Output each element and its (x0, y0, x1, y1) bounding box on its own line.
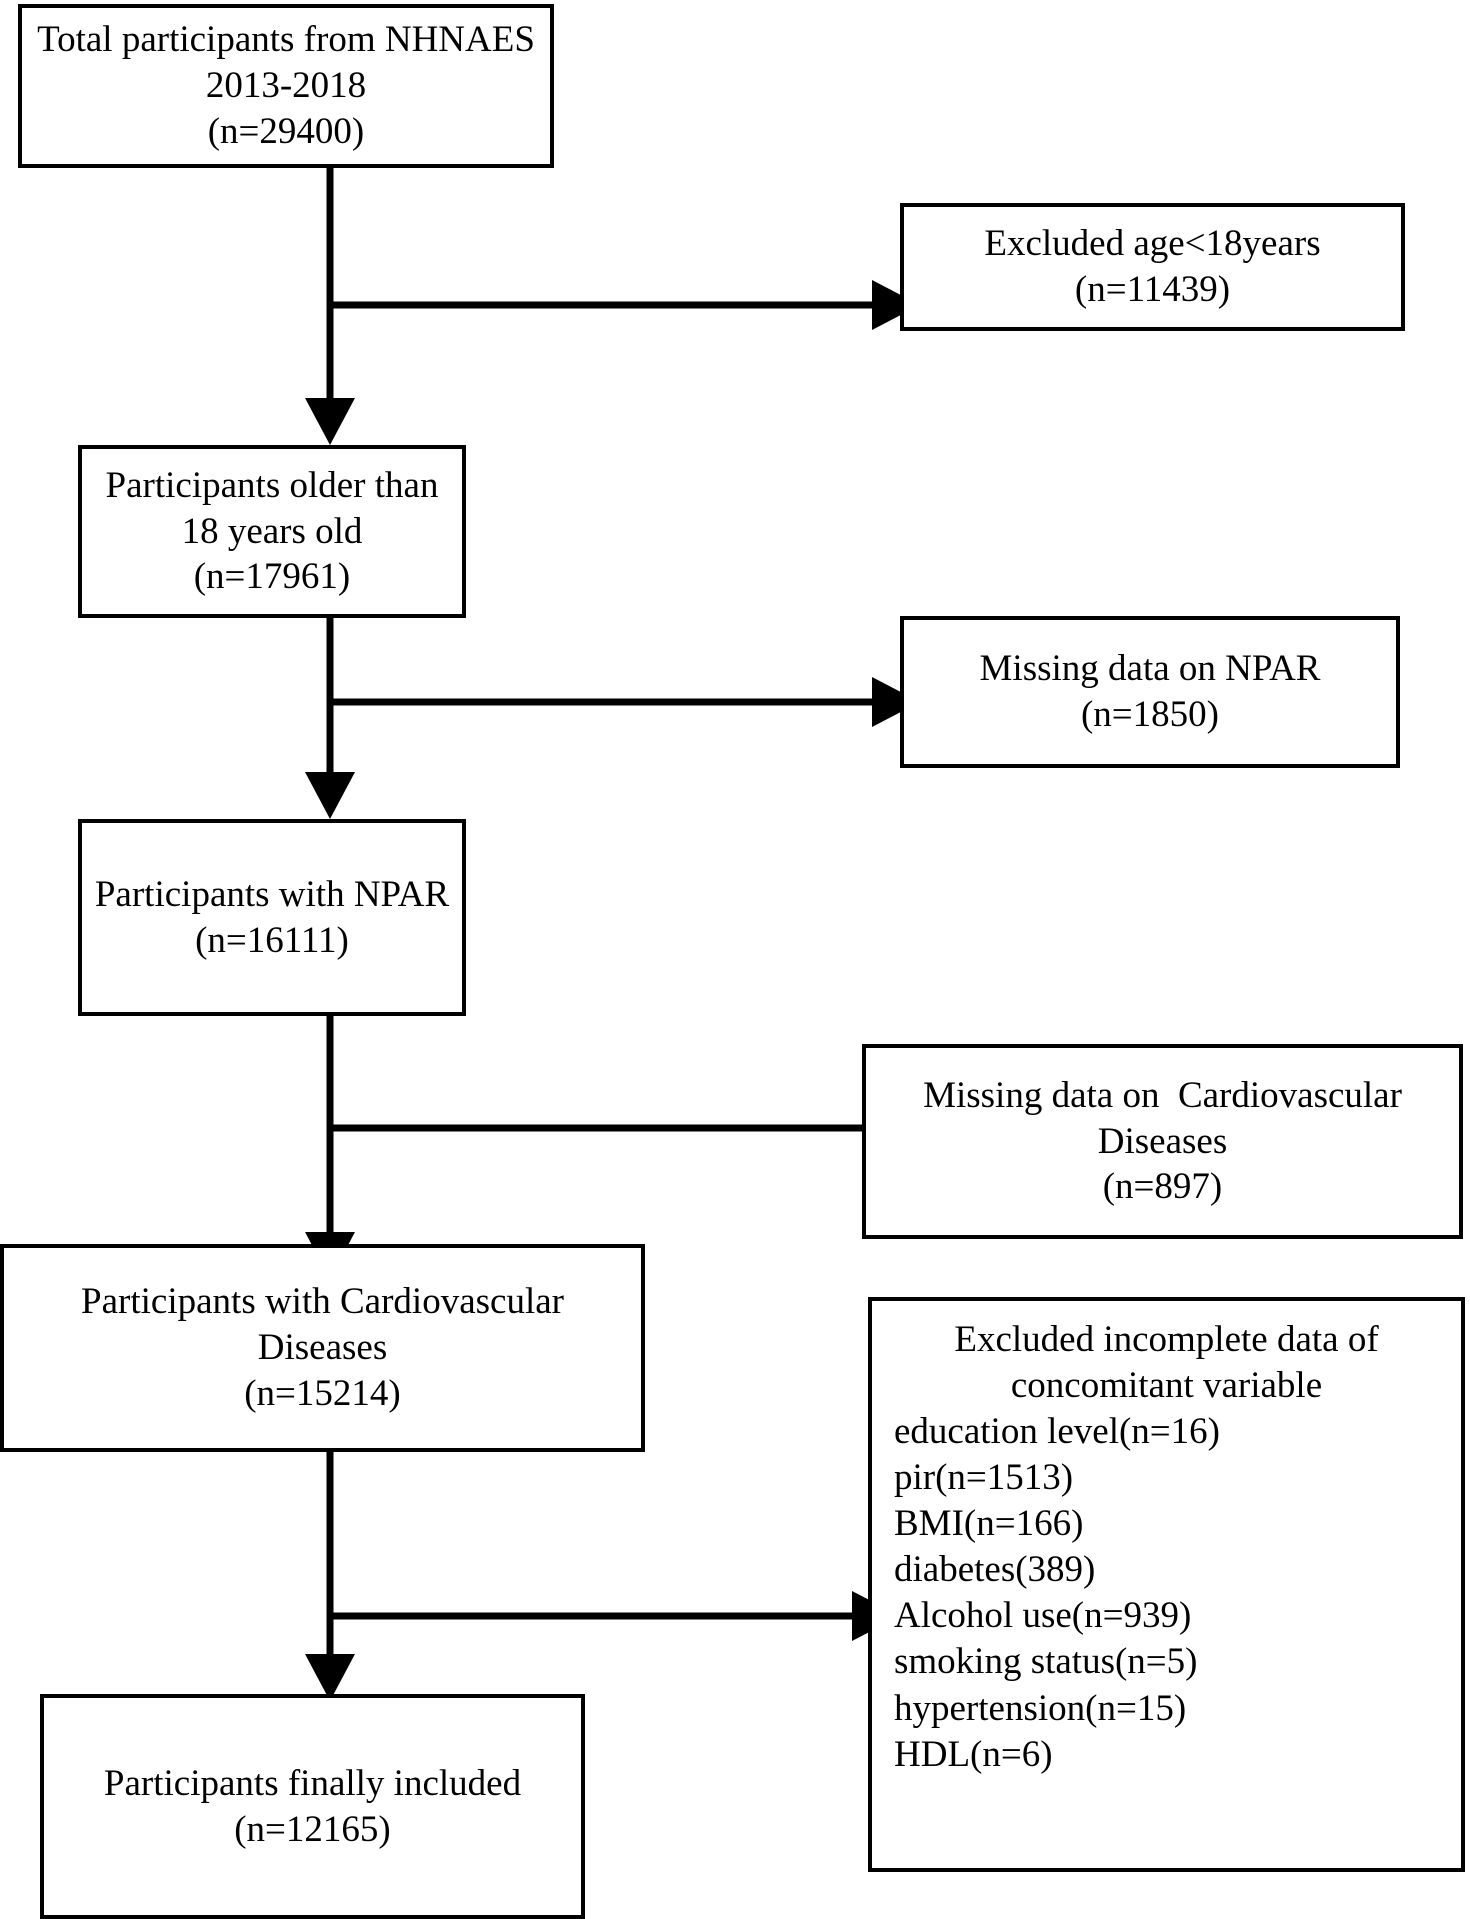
node-excluded-incomplete-heading-line2: concomitant variable (1010, 1365, 1323, 1407)
node-excluded-incomplete-item: smoking status(n=5) (894, 1641, 1198, 1683)
node-total-participants-line2: 2013-2018 (205, 65, 367, 107)
node-older-than-18-line3: (n=17961) (193, 556, 351, 598)
node-excluded-age-line2: (n=11439) (1074, 269, 1231, 310)
node-excluded-age: Excluded age<18years (n=11439) (900, 203, 1405, 331)
node-excluded-incomplete-item: Alcohol use(n=939) (894, 1595, 1192, 1637)
node-total-participants-line1: Total participants from NHNAES (37, 19, 535, 61)
node-missing-npar: Missing data on NPAR (n=1850) (900, 616, 1400, 768)
node-missing-cvd-line2: Diseases (1097, 1120, 1228, 1162)
node-excluded-incomplete-item: education level(n=16) (894, 1411, 1220, 1453)
node-with-cvd: Participants with Cardiovascular Disease… (0, 1244, 645, 1452)
node-with-npar-line2: (n=16111) (195, 919, 349, 961)
node-finally-included: Participants finally included (n=12165) (40, 1694, 585, 1919)
node-excluded-incomplete-item: diabetes(389) (894, 1549, 1096, 1591)
node-excluded-incomplete-item: hypertension(n=15) (894, 1687, 1187, 1729)
node-excluded-incomplete-item: BMI(n=166) (894, 1503, 1084, 1545)
node-finally-included-line2: (n=12165) (234, 1808, 391, 1850)
node-excluded-incomplete: Excluded incomplete data of concomitant … (868, 1297, 1465, 1872)
connector-withnpar-to-withcvd (305, 1016, 355, 1279)
node-missing-cvd: Missing data on Cardiovascular Diseases … (862, 1044, 1463, 1239)
connector-total-to-excluded-age (330, 280, 920, 330)
connector-withcvd-to-final (305, 1452, 355, 1701)
node-missing-cvd-line3: (n=897) (1102, 1166, 1223, 1208)
node-with-cvd-line3: (n=15214) (244, 1372, 401, 1414)
node-excluded-age-line1: Excluded age<18years (984, 223, 1321, 265)
node-finally-included-line1: Participants finally included (103, 1762, 522, 1804)
node-total-participants-line3: (n=29400) (207, 110, 365, 152)
node-with-cvd-line2: Diseases (257, 1327, 388, 1369)
connector-older-to-missing-npar (330, 677, 920, 727)
node-older-than-18-line1: Participants older than (105, 464, 439, 506)
connector-total-to-older (305, 168, 355, 445)
node-total-participants: Total participants from NHNAES 2013-2018… (18, 4, 554, 168)
connector-withnpar-to-missing-cvd (330, 1103, 920, 1153)
node-missing-npar-line2: (n=1850) (1080, 694, 1219, 735)
node-older-than-18: Participants older than 18 years old (n=… (78, 445, 466, 618)
node-older-than-18-line2: 18 years old (181, 510, 363, 552)
connector-older-to-withnpar (305, 618, 355, 819)
node-missing-npar-line1: Missing data on NPAR (979, 648, 1321, 690)
node-excluded-incomplete-item: HDL(n=6) (894, 1733, 1053, 1775)
node-missing-cvd-line1: Missing data on Cardiovascular (923, 1074, 1402, 1116)
node-excluded-incomplete-heading-line1: Excluded incomplete data of (954, 1319, 1379, 1360)
node-with-cvd-line1: Participants with Cardiovascular (81, 1281, 564, 1323)
connector-withcvd-to-excluded-incomplete (330, 1591, 900, 1641)
node-with-npar: Participants with NPAR (n=16111) (78, 819, 466, 1016)
node-with-npar-line1: Participants with NPAR (94, 873, 450, 915)
node-excluded-incomplete-item: pir(n=1513) (894, 1457, 1074, 1499)
